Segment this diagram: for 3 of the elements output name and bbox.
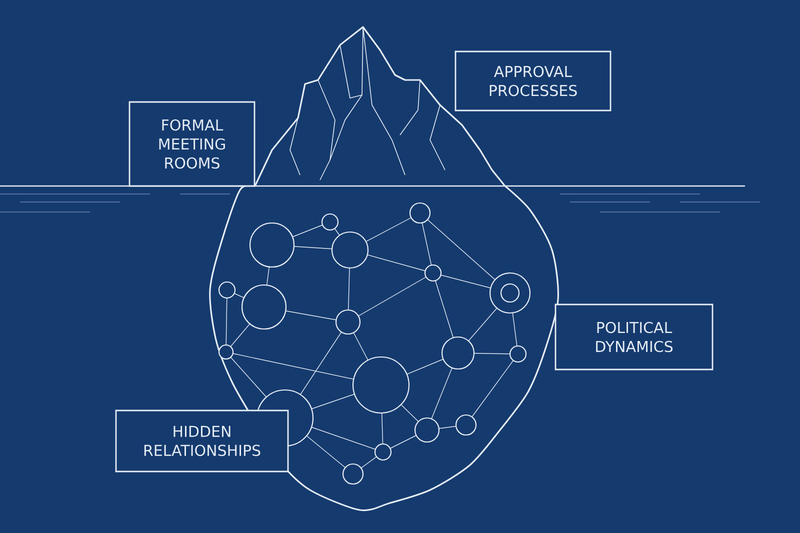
label-box: FORMAL MEETING ROOMS (128, 101, 256, 187)
label-box: APPROVAL PROCESSES (454, 50, 612, 112)
label-box: POLITICAL DYNAMICS (554, 304, 714, 370)
